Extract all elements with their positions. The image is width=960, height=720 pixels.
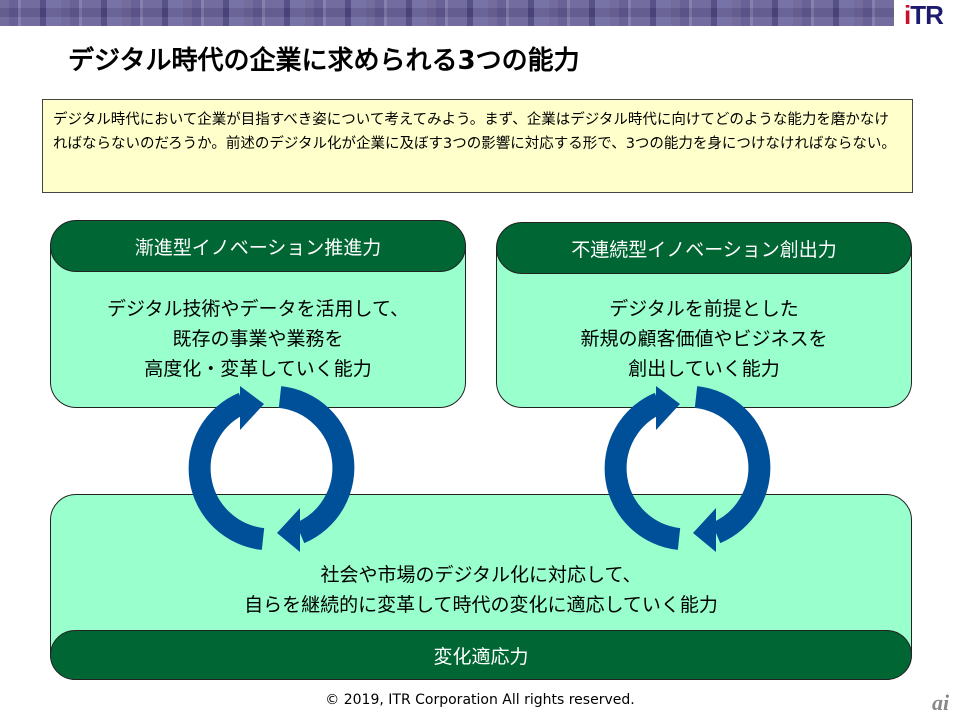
- cycle-arrow-icon-left: [188, 386, 355, 550]
- arrowhead-icon: [277, 508, 300, 552]
- text-line: 社会や市場のデジタル化に対応して、: [320, 564, 642, 586]
- header-banner: [0, 0, 894, 26]
- capability-text-adaptability: 社会や市場のデジタル化に対応して、 自らを継続的に変革して時代の変化に適応してい…: [50, 560, 912, 620]
- capability-text-discontinuous: デジタルを前提とした 新規の顧客価値やビジネスを 創出していく能力: [496, 294, 912, 384]
- capability-header-adaptability: 変化適応力: [50, 630, 912, 680]
- cycle-arrow-icon-right: [604, 386, 771, 550]
- arrowhead-icon: [693, 508, 716, 552]
- arrowhead-icon: [240, 386, 264, 430]
- capability-header-incremental: 漸進型イノベーション推進力: [50, 220, 466, 272]
- text-line: 自らを継続的に変革して時代の変化に適応していく能力: [244, 594, 718, 616]
- text-line: 創出していく能力: [628, 358, 780, 380]
- capability-text-incremental: デジタル技術やデータを活用して、 既存の事業や業務を 高度化・変革していく能力: [50, 294, 466, 384]
- page-title: デジタル時代の企業に求められる3つの能力: [68, 46, 580, 76]
- copyright: © 2019, ITR Corporation All rights reser…: [325, 692, 635, 708]
- arrowhead-icon: [656, 386, 680, 430]
- ai-watermark-logo: ai: [932, 690, 950, 715]
- text-line: デジタルを前提とした: [609, 298, 799, 320]
- text-line: 高度化・変革していく能力: [144, 358, 372, 380]
- intro-note: デジタル時代において企業が目指すべき姿について考えてみよう。まず、企業はデジタル…: [42, 99, 913, 193]
- capability-header-discontinuous: 不連続型イノベーション創出力: [496, 222, 912, 274]
- text-line: 新規の顧客価値やビジネスを: [580, 328, 828, 350]
- text-line: デジタル技術やデータを活用して、: [106, 298, 410, 320]
- text-line: 既存の事業や業務を: [172, 328, 344, 350]
- itr-logo: iTR: [904, 0, 944, 30]
